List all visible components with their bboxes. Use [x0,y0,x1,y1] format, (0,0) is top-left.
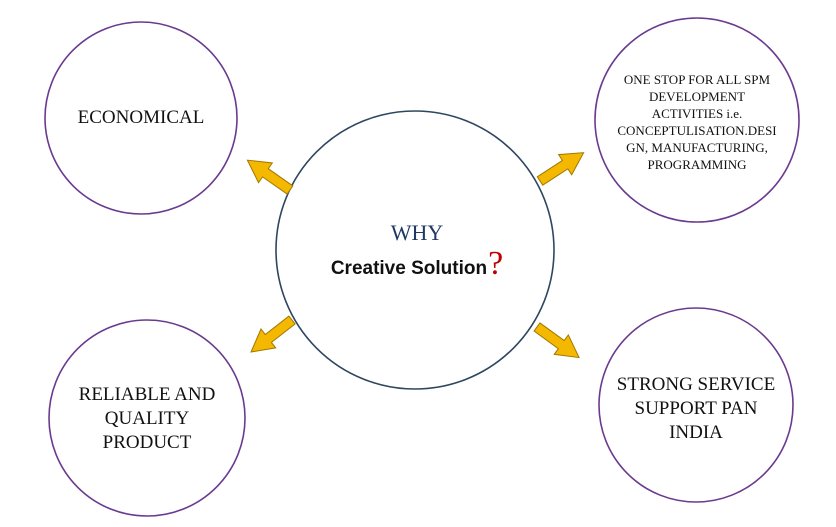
economical-circle [44,21,238,215]
arrow-to-economical [240,149,298,201]
one-stop-circle [594,17,800,223]
economical-label: ECONOMICAL [50,95,232,141]
center-label: WHY Creative Solution ? [300,205,534,295]
one-stop-line: PROGRAMMING [647,157,747,172]
economical-line: ECONOMICAL [77,107,205,128]
reliable-line: QUALITY [104,408,190,429]
reliable-circle [48,319,246,517]
reliable-label: RELIABLE AND QUALITY PRODUCT [52,380,242,458]
one-stop-line: CONCEPTULISATION.DESI [617,123,777,138]
one-stop-label: ONE STOP FOR ALL SPM DEVELOPMENT ACTIVIT… [606,66,788,178]
service-line: STRONG SERVICE [616,374,776,395]
service-circle [598,307,794,503]
question-mark: ? [488,245,504,282]
reliable-line: PRODUCT [102,432,192,453]
reliable-line: RELIABLE AND [78,384,216,405]
service-line: SUPPORT PAN [634,398,758,419]
center-subtitle: Creative Solution [330,258,488,279]
one-stop-line: ACTIVITIES i.e. [651,106,743,121]
service-line: INDIA [669,422,723,443]
one-stop-line: GN, MANUFACTURING, [626,140,768,155]
center-subtitle-row: Creative Solution ? [330,245,504,282]
center-circle [275,110,555,390]
service-label: STRONG SERVICE SUPPORT PAN INDIA [600,370,792,448]
center-title: WHY [390,220,444,245]
one-stop-line: ONE STOP FOR ALL SPM [623,72,771,87]
arrow-to-one-stop [532,142,591,192]
one-stop-line: DEVELOPMENT [648,89,746,104]
arrow-to-reliable [243,310,300,362]
arrow-to-service [529,316,587,368]
